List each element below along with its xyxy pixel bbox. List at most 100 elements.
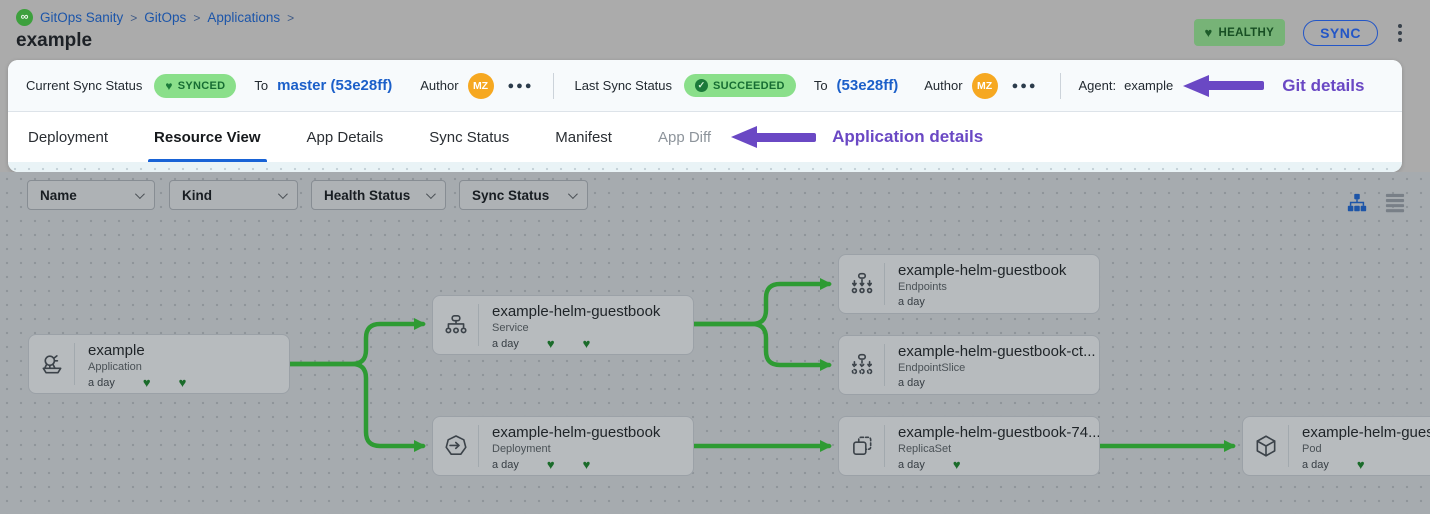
filter-label: Kind bbox=[182, 187, 212, 203]
sync-heart-icon: ♥ bbox=[582, 457, 591, 472]
git-details-annotation: Git details bbox=[1282, 75, 1365, 95]
health-heart-icon: ♥ bbox=[952, 457, 961, 472]
resource-age: a day bbox=[898, 296, 925, 308]
filter-sync-status-dropdown[interactable]: Sync Status bbox=[459, 180, 588, 210]
heart-icon: ♥ bbox=[1204, 25, 1213, 40]
divider bbox=[1059, 72, 1061, 99]
resource-name: example bbox=[88, 342, 145, 359]
health-status-badge: ♥ HEALTHY bbox=[1193, 19, 1286, 46]
resource-kind: EndpointSlice bbox=[898, 362, 966, 374]
resource-name: example-helm-guest bbox=[1302, 424, 1430, 441]
synced-status-badge: ♥ SYNCED bbox=[154, 73, 237, 98]
health-badge-label: HEALTHY bbox=[1218, 26, 1275, 39]
application-details-annotation: Application details bbox=[832, 127, 984, 146]
filter-label: Sync Status bbox=[472, 187, 550, 203]
endpointslice-icon bbox=[839, 344, 885, 386]
node-pod[interactable]: example-helm-guest Pod a day ♥ bbox=[1242, 416, 1430, 476]
app-details-card: Current Sync Status ♥ SYNCED To master (… bbox=[8, 60, 1402, 172]
tab-app-diff[interactable]: App Diff bbox=[657, 128, 712, 146]
divider bbox=[553, 72, 555, 99]
tab-sync-status[interactable]: Sync Status bbox=[429, 128, 510, 146]
heart-icon: ♥ bbox=[165, 78, 173, 93]
resource-age: a day bbox=[898, 377, 925, 389]
sync-button[interactable]: SYNC bbox=[1303, 19, 1378, 46]
health-heart-icon: ♥ bbox=[142, 375, 151, 390]
resource-kind: Service bbox=[492, 322, 529, 334]
filter-name-dropdown[interactable]: Name bbox=[27, 180, 155, 210]
resource-kind: Pod bbox=[1302, 443, 1322, 455]
pod-icon bbox=[1243, 425, 1289, 467]
chevron-down-icon bbox=[277, 188, 288, 199]
chevron-down-icon bbox=[425, 188, 436, 199]
page-header: ∞ GitOps Sanity > GitOps > Applications … bbox=[0, 0, 1430, 60]
tree-view-icon[interactable] bbox=[1346, 192, 1368, 214]
resource-kind: ReplicaSet bbox=[898, 443, 952, 455]
node-application-example[interactable]: example Application a day ♥ ♥ bbox=[28, 334, 290, 394]
deployment-icon bbox=[433, 425, 479, 467]
breadcrumb-link-account[interactable]: GitOps Sanity bbox=[40, 10, 124, 25]
current-sync-status-label: Current Sync Status bbox=[26, 78, 143, 93]
to-label: To bbox=[813, 78, 828, 93]
chevron-down-icon bbox=[567, 188, 578, 199]
last-commit-link[interactable]: (53e28ff) bbox=[836, 77, 899, 94]
kebab-menu-icon[interactable] bbox=[1396, 22, 1404, 44]
resource-age: a day bbox=[88, 376, 115, 389]
resource-kind: Deployment bbox=[492, 443, 551, 455]
breadcrumb: ∞ GitOps Sanity > GitOps > Applications … bbox=[16, 9, 294, 26]
resource-age: a day bbox=[492, 337, 519, 350]
tab-deployment[interactable]: Deployment bbox=[28, 128, 109, 146]
node-replicaset[interactable]: example-helm-guestbook-74... ReplicaSet … bbox=[838, 416, 1100, 476]
synced-label: SYNCED bbox=[177, 79, 226, 92]
breadcrumb-separator: > bbox=[193, 10, 201, 25]
sync-heart-icon: ♥ bbox=[582, 336, 591, 351]
more-options-icon[interactable]: ●●● bbox=[1011, 79, 1038, 92]
breadcrumb-link-gitops[interactable]: GitOps bbox=[144, 10, 187, 25]
sync-status-bar: Current Sync Status ♥ SYNCED To master (… bbox=[8, 60, 1402, 112]
chevron-down-icon bbox=[134, 188, 145, 199]
tab-manifest[interactable]: Manifest bbox=[555, 128, 612, 146]
gitops-logo-icon: ∞ bbox=[16, 9, 33, 26]
resource-name: example-helm-guestbook-ct... bbox=[898, 343, 1096, 360]
agent-label: Agent: bbox=[1078, 78, 1117, 93]
resource-name: example-helm-guestbook bbox=[492, 303, 661, 320]
filter-kind-dropdown[interactable]: Kind bbox=[169, 180, 298, 210]
succeeded-label: SUCCEEDED bbox=[713, 79, 785, 92]
tab-resource-view[interactable]: Resource View bbox=[148, 112, 267, 162]
node-service[interactable]: example-helm-guestbook Service a day ♥ ♥ bbox=[432, 295, 694, 355]
succeeded-status-badge: ✓ SUCCEEDED bbox=[684, 74, 796, 97]
tab-bar: Deployment Resource View App Details Syn… bbox=[8, 112, 1402, 162]
replicaset-icon bbox=[839, 425, 885, 467]
current-commit-link[interactable]: master (53e28ff) bbox=[277, 77, 393, 94]
graph-edges bbox=[287, 278, 1236, 452]
page-title: example bbox=[16, 30, 93, 51]
resource-age: a day bbox=[492, 458, 519, 471]
sync-heart-icon: ♥ bbox=[178, 375, 187, 390]
resource-name: example-helm-guestbook-74... bbox=[898, 424, 1099, 441]
resource-name: example-helm-guestbook bbox=[898, 262, 1067, 279]
author-label: Author bbox=[420, 78, 459, 93]
agent-value: example bbox=[1124, 78, 1174, 93]
node-endpoints[interactable]: example-helm-guestbook Endpoints a day bbox=[838, 254, 1100, 314]
service-icon bbox=[433, 304, 479, 346]
git-details-arrow-icon bbox=[1183, 74, 1265, 97]
resource-age: a day bbox=[898, 458, 925, 471]
resource-kind: Application bbox=[88, 361, 142, 373]
resource-graph-canvas[interactable]: Name Kind Health Status Sync Status bbox=[0, 172, 1430, 514]
filter-bar: Name Kind Health Status Sync Status bbox=[0, 180, 1430, 213]
node-deployment[interactable]: example-helm-guestbook Deployment a day … bbox=[432, 416, 694, 476]
node-endpointslice[interactable]: example-helm-guestbook-ct... EndpointSli… bbox=[838, 335, 1100, 395]
health-heart-icon: ♥ bbox=[546, 457, 555, 472]
more-options-icon[interactable]: ●●● bbox=[507, 79, 534, 92]
check-circle-icon: ✓ bbox=[695, 79, 709, 92]
application-details-arrow-icon bbox=[731, 126, 817, 148]
author-avatar: MZ bbox=[971, 72, 998, 99]
resource-kind: Endpoints bbox=[898, 281, 947, 293]
resource-age: a day bbox=[1302, 458, 1329, 471]
author-label: Author bbox=[924, 78, 963, 93]
breadcrumb-link-applications[interactable]: Applications bbox=[207, 10, 281, 25]
list-view-icon[interactable] bbox=[1384, 193, 1406, 213]
tab-app-details[interactable]: App Details bbox=[306, 128, 384, 146]
filter-health-status-dropdown[interactable]: Health Status bbox=[311, 180, 446, 210]
canvas-strip bbox=[8, 162, 1402, 172]
filter-label: Health Status bbox=[324, 187, 411, 203]
